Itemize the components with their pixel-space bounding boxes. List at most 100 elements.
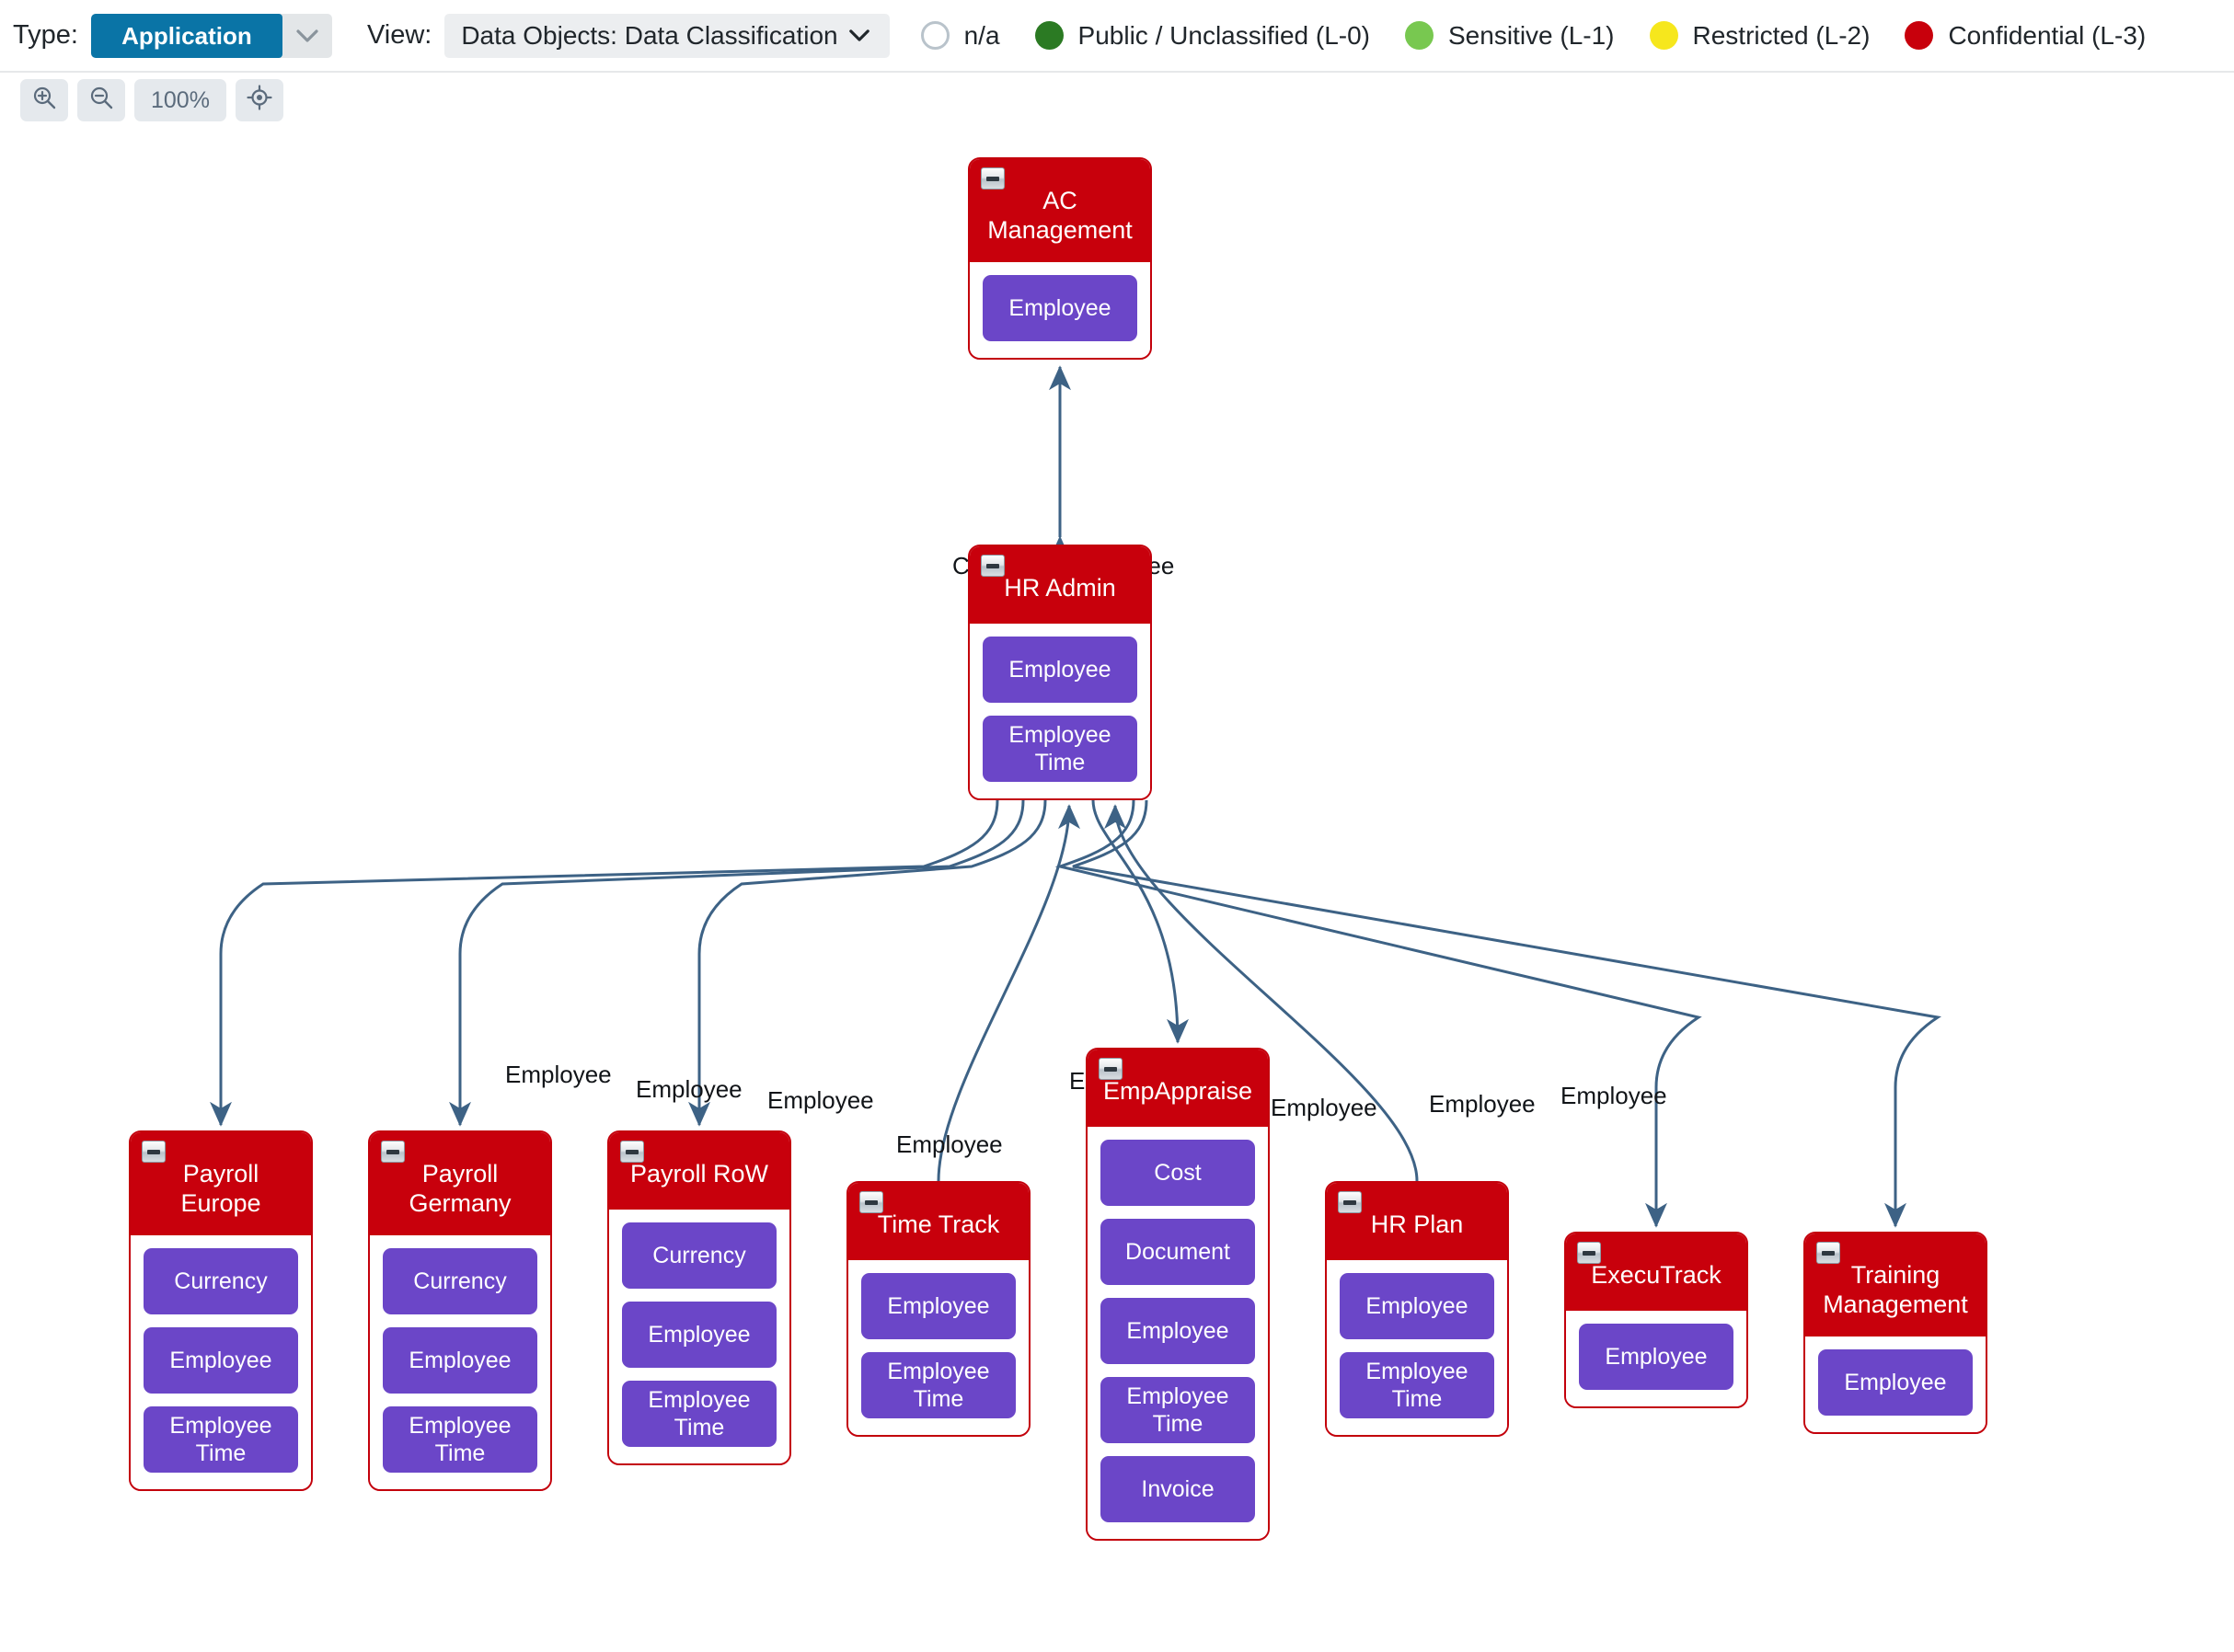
data-object[interactable]: Employee: [1100, 1298, 1255, 1364]
recenter-button[interactable]: [235, 79, 283, 121]
legend-swatch-l2: [1649, 21, 1678, 50]
collapse-minus-icon[interactable]: [1099, 1058, 1123, 1080]
data-object[interactable]: Employee: [1579, 1324, 1733, 1390]
node-title: Payroll Germany: [409, 1160, 512, 1217]
collapse-minus-icon[interactable]: [620, 1141, 644, 1163]
node-title: ExecuTrack: [1591, 1261, 1722, 1289]
data-object[interactable]: Employee: [383, 1326, 537, 1394]
node-header: Training Management: [1805, 1233, 1986, 1337]
data-object[interactable]: Employee: [1818, 1348, 1973, 1416]
legend-item: n/a: [920, 20, 1000, 51]
crosshair-target-icon: [247, 84, 272, 117]
edge-layer: [210, 365, 1942, 1228]
view-dropdown-value[interactable]: Data Objects: Data Classification: [461, 20, 838, 50]
data-object[interactable]: Employee: [861, 1273, 1016, 1339]
data-object[interactable]: Cost: [1100, 1140, 1255, 1206]
collapse-minus-icon[interactable]: [859, 1191, 883, 1213]
node-body: Employee: [1566, 1311, 1746, 1406]
type-dropdown-value[interactable]: Application: [90, 13, 282, 58]
collapse-minus-icon[interactable]: [381, 1141, 405, 1163]
data-object[interactable]: Employee: [144, 1326, 298, 1394]
node-title: Payroll Europe: [180, 1160, 261, 1217]
collapse-minus-icon[interactable]: [981, 555, 1005, 577]
zoom-toolbar: 100%: [0, 73, 2234, 128]
data-object[interactable]: Employee Time: [144, 1405, 298, 1473]
collapse-minus-icon[interactable]: [142, 1141, 166, 1163]
top-toolbar: Type: Application View: Data Objects: Da…: [0, 0, 2234, 73]
edge-label: Employee: [636, 1075, 743, 1103]
data-object[interactable]: Employee Time: [1100, 1377, 1255, 1443]
classification-legend: n/a Public / Unclassified (L-0) Sensitiv…: [920, 20, 2182, 51]
legend-label: n/a: [963, 20, 1000, 50]
data-object[interactable]: Employee Time: [983, 716, 1137, 782]
data-object[interactable]: Employee Time: [383, 1405, 537, 1473]
node-header: Time Track: [848, 1183, 1029, 1260]
data-object[interactable]: Currency: [622, 1222, 777, 1289]
node-header: Payroll Germany: [370, 1132, 550, 1235]
data-object[interactable]: Employee: [1340, 1273, 1494, 1339]
zoom-in-icon: [31, 85, 57, 117]
node-title: HR Admin: [1004, 574, 1116, 602]
node-title: AC Management: [987, 187, 1133, 244]
edge: [1091, 799, 1189, 1044]
data-object[interactable]: Employee: [983, 637, 1137, 703]
edge-label: Employee: [505, 1061, 612, 1088]
legend-label: Public / Unclassified (L-0): [1077, 20, 1370, 50]
view-dropdown[interactable]: Data Objects: Data Classification: [444, 13, 890, 58]
node-title: HR Plan: [1370, 1210, 1464, 1238]
node-title: Training Management: [1823, 1261, 1968, 1318]
node-body: Employee: [1805, 1336, 1986, 1432]
collapse-minus-icon[interactable]: [1338, 1191, 1362, 1213]
view-label: View:: [366, 20, 432, 50]
data-object[interactable]: Employee Time: [1340, 1352, 1494, 1418]
chevron-down-icon[interactable]: [282, 14, 332, 58]
type-label: Type:: [13, 20, 78, 50]
node-header: ExecuTrack: [1566, 1233, 1746, 1311]
legend-swatch-l0: [1034, 21, 1064, 50]
edge: [1054, 799, 1702, 1228]
zoom-level-button[interactable]: 100%: [134, 79, 226, 121]
collapse-minus-icon[interactable]: [981, 167, 1005, 189]
data-object[interactable]: Employee: [983, 274, 1137, 341]
zoom-out-button[interactable]: [77, 79, 125, 121]
diagram-canvas[interactable]: Customer, EmployeeEmployeeEmployeeEmploy…: [0, 128, 2234, 1652]
data-object[interactable]: Employee Time: [622, 1381, 777, 1447]
edge-label: Employee: [1560, 1082, 1667, 1109]
legend-item: Confidential (L-3): [1905, 21, 2146, 51]
collapse-minus-icon[interactable]: [1816, 1242, 1840, 1264]
type-dropdown[interactable]: Application: [90, 13, 332, 58]
edge: [937, 804, 1080, 1182]
node-title: EmpAppraise: [1102, 1077, 1253, 1105]
data-object[interactable]: Document: [1100, 1219, 1255, 1285]
data-object[interactable]: Employee: [622, 1302, 777, 1368]
data-object[interactable]: Currency: [144, 1247, 298, 1314]
collapse-minus-icon[interactable]: [1577, 1242, 1601, 1264]
data-object[interactable]: Currency: [383, 1247, 537, 1314]
data-object[interactable]: Invoice: [1100, 1456, 1255, 1522]
legend-label: Sensitive (L-1): [1448, 20, 1615, 50]
legend-item: Public / Unclassified (L-0): [1034, 20, 1370, 51]
legend-label: Restricted (L-2): [1692, 20, 1871, 50]
zoom-in-button[interactable]: [20, 79, 68, 121]
edge: [688, 799, 1047, 1127]
node-body: Employee: [970, 261, 1150, 358]
edge-label: Employee: [767, 1086, 874, 1114]
data-object[interactable]: Employee Time: [861, 1352, 1016, 1418]
legend-item: Sensitive (L-1): [1405, 21, 1615, 51]
chevron-down-icon[interactable]: [838, 29, 881, 42]
